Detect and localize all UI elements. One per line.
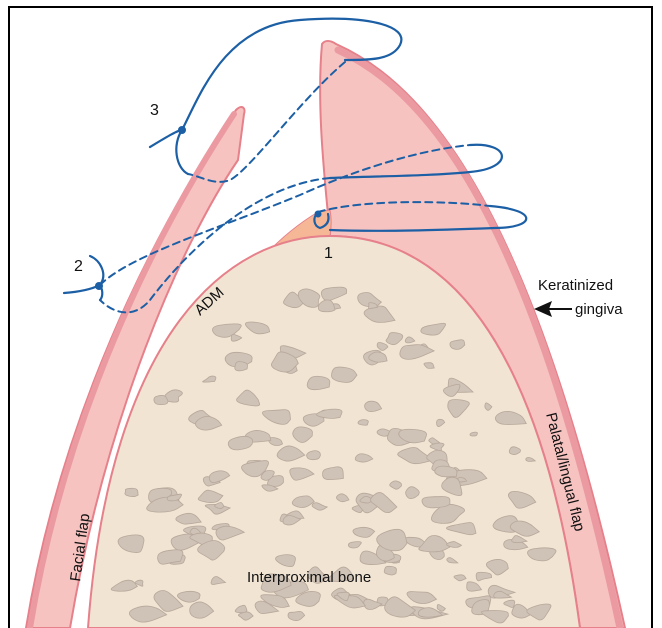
bone-label: Interproximal bone bbox=[247, 569, 371, 586]
suture-label-3: 3 bbox=[150, 102, 159, 119]
bone-pore bbox=[422, 497, 450, 508]
keratinized-label-line1: Keratinized bbox=[538, 277, 613, 294]
suture-label-2: 2 bbox=[74, 258, 83, 275]
suture-knot-icon bbox=[178, 126, 186, 134]
bone-pore bbox=[235, 362, 248, 371]
bone-pore bbox=[307, 376, 330, 389]
bone-pore bbox=[435, 466, 457, 477]
suture-label-1: 1 bbox=[324, 245, 333, 262]
bone-pore bbox=[125, 488, 138, 496]
suture-knot-icon bbox=[315, 211, 322, 218]
suture-knot-icon bbox=[95, 282, 103, 290]
suture-strand-3 bbox=[176, 130, 188, 174]
keratinized-label-line2: gingiva bbox=[575, 301, 623, 318]
bone-pore bbox=[154, 395, 168, 404]
bone-pore bbox=[384, 566, 396, 575]
arrow-left-icon bbox=[534, 301, 572, 317]
bone-pore bbox=[358, 420, 368, 426]
